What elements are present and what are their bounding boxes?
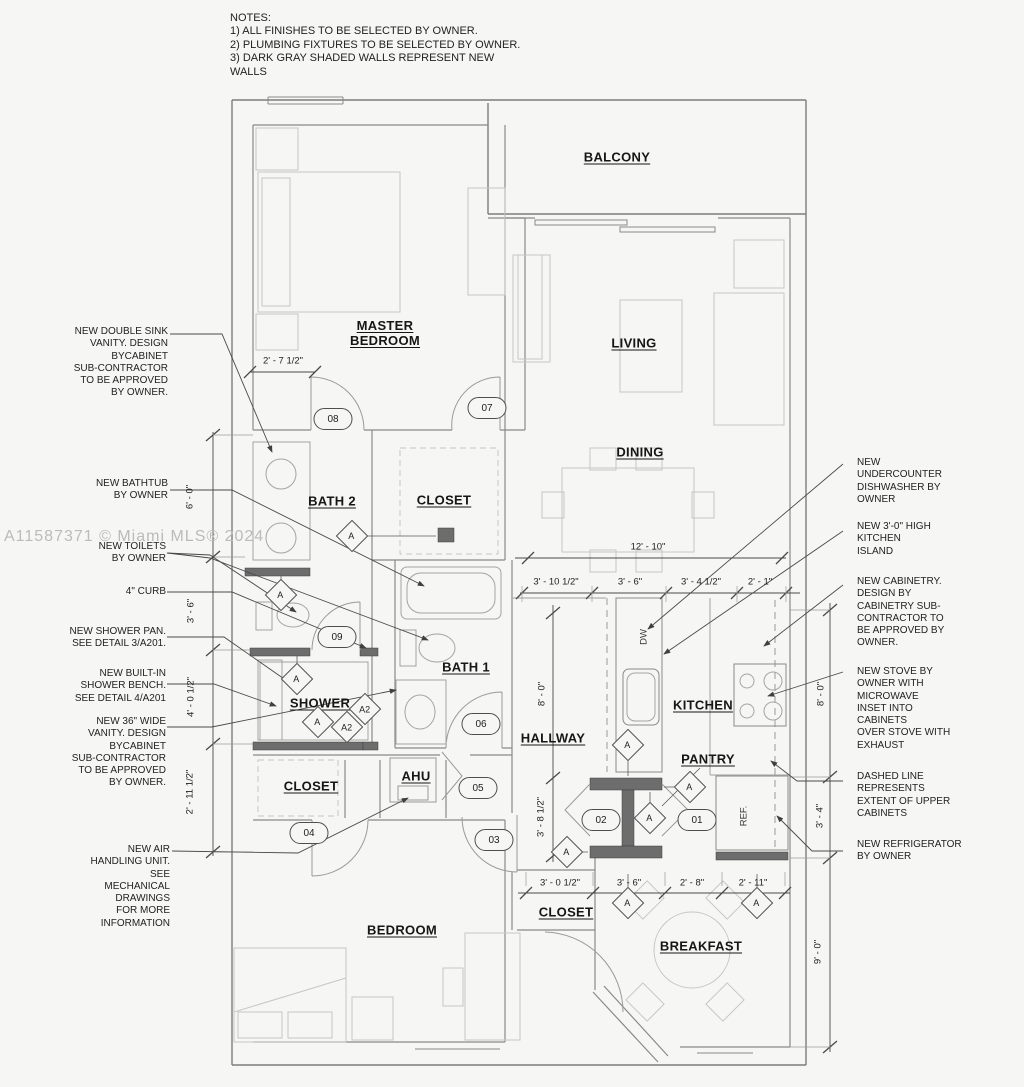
door-tag-06-label: 06 <box>475 718 487 730</box>
door-tag-01: 01 <box>677 809 717 831</box>
keynote-a-diamond: A <box>611 728 645 762</box>
room-label-master-bedroom: MASTER BEDROOM <box>350 318 420 348</box>
door-tag-09-label: 09 <box>331 631 343 643</box>
callout-ahu: NEW AIR HANDLING UNIT. SEE MECHANICAL DR… <box>90 844 170 929</box>
callout-cabinetry: NEW CABINETRY. DESIGN BY CABINETRY SUB- … <box>857 576 945 649</box>
callout-dashed-line: DASHED LINE REPRESENTS EXTENT OF UPPER C… <box>857 771 951 819</box>
door-tag-08-label: 08 <box>327 413 339 425</box>
room-label-balcony: BALCONY <box>583 149 651 165</box>
keynote-a-label: A <box>348 530 356 541</box>
room-label-ahu: AHU <box>401 768 431 784</box>
keynote-a-label: A <box>624 739 632 750</box>
keynote-a-label: A <box>686 781 694 792</box>
door-tag-03: 03 <box>474 829 514 851</box>
door-tag-04: 04 <box>289 822 329 844</box>
keynote-a2-label: A2 <box>341 721 353 732</box>
general-notes: NOTES: 1) ALL FINISHES TO BE SELECTED BY… <box>230 12 521 78</box>
dim-bottom-4: 2' - 11" <box>738 877 768 889</box>
keynote-a-diamond: A <box>301 705 335 739</box>
room-label-living: LIVING <box>611 335 657 351</box>
furniture <box>233 127 785 1043</box>
keynote-a-label: A <box>563 846 571 857</box>
keynote-a-diamond: A <box>673 770 707 804</box>
dim-bottom-1: 3' - 0 1/2" <box>539 877 581 889</box>
outer-walls <box>231 99 807 1066</box>
callout-36-vanity: NEW 36" WIDE VANITY. DESIGN BYCABINET SU… <box>71 716 166 789</box>
callout-shower-bench: NEW BUILT-IN SHOWER BENCH. SEE DETAIL 4/… <box>74 668 166 704</box>
dim-left-4: 2' - 11 1/2" <box>184 769 196 815</box>
door-tag-07: 07 <box>467 397 507 419</box>
door-tag-03-label: 03 <box>488 834 500 846</box>
room-label-closet-hall: CLOSET <box>538 904 594 920</box>
callout-toilets: NEW TOILETS BY OWNER <box>98 541 166 565</box>
dim-right-1: 8' - 0" <box>815 681 827 707</box>
keynote-a-label: A <box>293 673 301 684</box>
windows <box>267 96 753 1054</box>
door-tag-05-label: 05 <box>472 782 484 794</box>
door-tag-02: 02 <box>581 809 621 831</box>
dim-bottom-3: 2' - 8" <box>679 877 705 889</box>
room-label-kitchen: KITCHEN <box>673 697 733 713</box>
room-label-bath2: BATH 2 <box>308 493 356 509</box>
interior-walls <box>252 124 791 1063</box>
dishwasher-label: DW <box>638 629 650 645</box>
room-label-bedroom: BEDROOM <box>367 922 437 938</box>
room-label-pantry: PANTRY <box>681 751 735 767</box>
dim-right-2: 3' - 4" <box>814 803 826 829</box>
dim-master-width: 2' - 7 1/2" <box>262 355 304 367</box>
keynote-a-diamond: A <box>611 886 645 920</box>
dim-left-2: 3' - 6" <box>185 598 197 624</box>
door-tag-02-label: 02 <box>595 814 607 826</box>
room-label-shower: SHOWER <box>289 695 351 711</box>
callout-refrigerator: NEW REFRIGERATOR BY OWNER <box>857 839 962 863</box>
dim-left-3: 4' - 0 1/2" <box>185 676 197 718</box>
dim-left-1: 6' - 0" <box>184 484 196 510</box>
door-tag-09: 09 <box>317 626 357 648</box>
room-label-closet-bedroom: CLOSET <box>283 778 339 794</box>
dim-right-3: 9' - 0" <box>812 939 824 965</box>
dim-hall-2: 3' - 8 1/2" <box>535 796 547 838</box>
room-label-breakfast: BREAKFAST <box>659 938 743 954</box>
dim-mid-1: 3' - 10 1/2" <box>533 576 579 588</box>
keynote-a-label: A <box>646 812 654 823</box>
dim-mid-3: 3' - 4 1/2" <box>680 576 722 588</box>
dim-bottom-2: 3' - 6" <box>616 877 642 889</box>
room-label-dining: DINING <box>616 444 664 460</box>
keynote-a-diamond: A <box>740 886 774 920</box>
keynote-a-diamond: A <box>633 801 667 835</box>
keynote-a-label: A <box>753 897 761 908</box>
callout-stove: NEW STOVE BY OWNER WITH MICROWAVE INSET … <box>857 666 951 751</box>
room-label-hallway: HALLWAY <box>520 730 586 746</box>
mls-watermark: A11587371 © Miami MLS® 2024 <box>4 528 265 545</box>
room-label-bath1: BATH 1 <box>442 659 490 675</box>
dim-mid-2: 3' - 6" <box>617 576 643 588</box>
door-tag-08: 08 <box>313 408 353 430</box>
callout-double-sink-vanity: NEW DOUBLE SINK VANITY. DESIGN BYCABINET… <box>73 326 168 399</box>
keynote-a-label: A <box>314 716 322 727</box>
fixtures <box>252 441 789 851</box>
door-tag-06: 06 <box>461 713 501 735</box>
keynote-a2-label: A2 <box>359 703 371 714</box>
callout-curb: 4" CURB <box>125 586 166 597</box>
keynote-a-label: A <box>624 897 632 908</box>
callout-dishwasher: NEW UNDERCOUNTER DISHWASHER BY OWNER <box>857 457 942 505</box>
keynote-a-diamond: A <box>264 578 298 612</box>
room-label-closet-master: CLOSET <box>416 492 472 508</box>
callout-bathtub: NEW BATHTUB BY OWNER <box>95 478 168 502</box>
keynote-a-label: A <box>277 589 285 600</box>
refrigerator-label: REF. <box>738 805 750 827</box>
callout-shower-pan: NEW SHOWER PAN. SEE DETAIL 3/A201. <box>69 626 166 650</box>
door-tag-07-label: 07 <box>481 402 493 414</box>
door-tag-01-label: 01 <box>691 814 703 826</box>
dim-hall-1: 8' - 0" <box>536 681 548 707</box>
door-tag-04-label: 04 <box>303 827 315 839</box>
keynote-a-diamond: A <box>335 519 369 553</box>
dim-mid-4: 2' - 1" <box>747 576 773 588</box>
dim-dining-width: 12' - 10" <box>630 541 666 553</box>
callout-kitchen-island: NEW 3'-0" HIGH KITCHEN ISLAND <box>857 521 931 557</box>
keynote-a-diamond: A <box>280 662 314 696</box>
door-tag-05: 05 <box>458 777 498 799</box>
keynote-a-diamond: A <box>550 835 584 869</box>
